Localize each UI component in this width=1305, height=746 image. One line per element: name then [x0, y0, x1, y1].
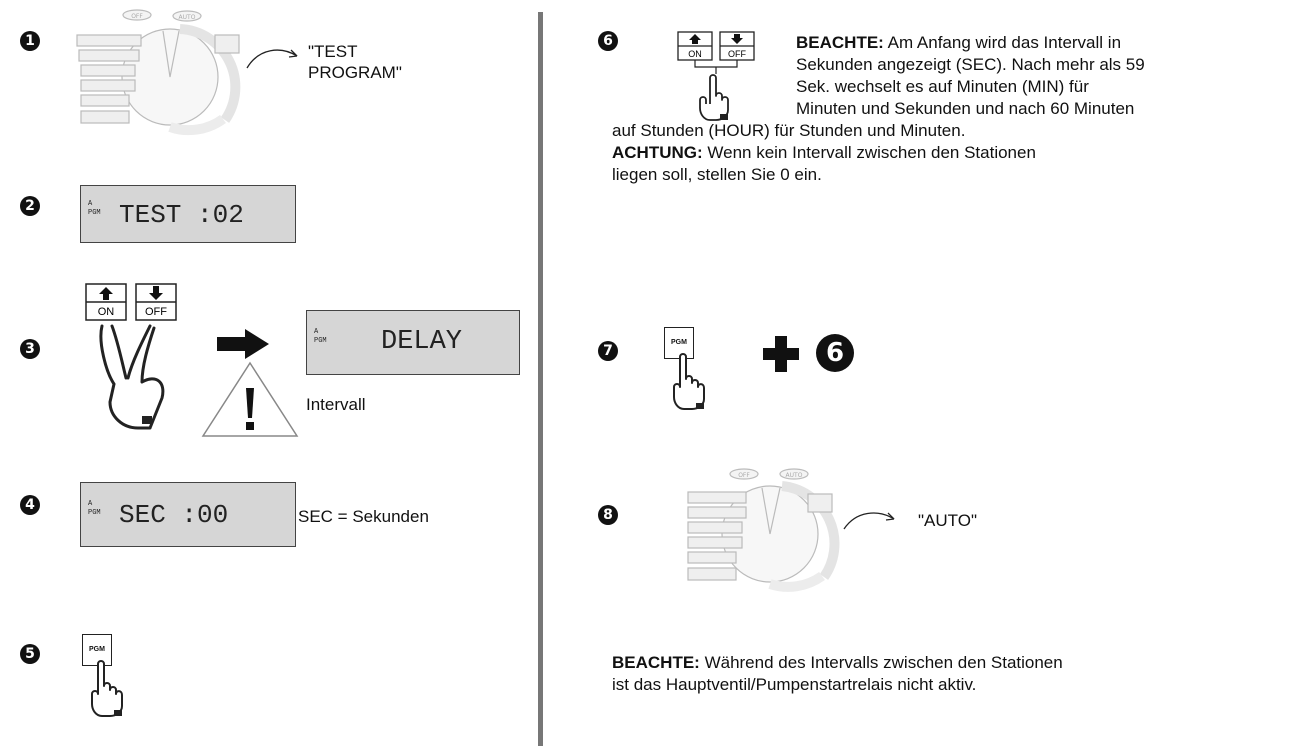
step6-note-line5: auf Stunden (HOUR) für Stunden und Minut… — [612, 121, 966, 140]
lcd-display-sec: A PGM SEC :00 — [80, 482, 296, 547]
step-number-3: 3 — [20, 339, 40, 359]
dial-auto-label: AUTO — [786, 472, 803, 479]
lcd-indicator-pgm: PGM — [88, 509, 101, 517]
lcd-indicator-a: A — [314, 328, 319, 336]
lcd-text: DELAY — [381, 327, 463, 357]
step-number-2: 2 — [20, 196, 40, 216]
step6-warning-line1: ACHTUNG: Wenn kein Intervall zwischen de… — [612, 142, 1036, 163]
footer-note-line1: BEACHTE: Während des Intervalls zwischen… — [612, 652, 1063, 673]
step-number-8: 8 — [598, 505, 618, 525]
step-reference-6: 6 — [816, 334, 854, 372]
right-arrow-icon — [217, 329, 269, 359]
key-off-label: OFF — [145, 306, 167, 318]
step-number-6: 6 — [598, 31, 618, 51]
note-label: BEACHTE: — [796, 33, 884, 52]
step1-result-line2: PROGRAM" — [308, 63, 402, 82]
step6-warning-line2: liegen soll, stellen Sie 0 ein. — [612, 165, 822, 184]
pgm-button-icon: PGM — [82, 634, 112, 666]
step-number-4: 4 — [20, 495, 40, 515]
key-on-label: ON — [688, 49, 702, 59]
footer-note-text: Während des Intervalls zwischen den Stat… — [699, 653, 1063, 672]
controller-dial-icon: OFF AUTO — [76, 9, 241, 136]
step8-result: "AUTO" — [918, 511, 977, 530]
step-number-1: 1 — [20, 31, 40, 51]
lcd-text: SEC :00 — [119, 500, 229, 530]
step6-note-line2: Sekunden angezeigt (SEC). Nach mehr als … — [796, 55, 1145, 74]
pointing-hand-icon — [673, 353, 705, 410]
step3-caption: Intervall — [306, 395, 366, 414]
step6-note-line1: BEACHTE: Am Anfang wird das Intervall in — [796, 32, 1121, 53]
controller-dial-icon: OFF AUTO — [687, 468, 840, 592]
step4-caption: SEC = Sekunden — [298, 507, 429, 526]
lcd-indicator-pgm: PGM — [88, 209, 101, 217]
two-finger-press-icon: ON OFF — [85, 283, 177, 430]
step6-note-line4: Minuten und Sekunden und nach 60 Minuten — [796, 99, 1135, 118]
lcd-display-delay: A PGM DELAY — [306, 310, 520, 375]
column-divider — [538, 12, 543, 746]
lcd-display-test: A PGM TEST :02 — [80, 185, 296, 243]
dial-off-label: OFF — [131, 13, 143, 20]
rotate-arrow-icon — [246, 49, 298, 69]
plus-icon — [763, 336, 799, 372]
warning-triangle-icon — [201, 361, 299, 437]
step-number-7: 7 — [598, 341, 618, 361]
footer-note-line2: ist das Hauptventil/Pumpenstartrelais ni… — [612, 675, 977, 694]
dial-auto-label: AUTO — [179, 14, 196, 21]
key-on-label: ON — [98, 306, 115, 318]
key-off-label: OFF — [728, 49, 746, 59]
pointing-hand-icon — [91, 660, 123, 717]
warning-text: Wenn kein Intervall zwischen den Station… — [702, 143, 1036, 162]
step1-result-line1: "TEST — [308, 42, 358, 61]
footer-note-label: BEACHTE: — [612, 653, 700, 672]
lcd-text: TEST :02 — [119, 200, 244, 230]
lcd-indicator-pgm: PGM — [314, 337, 327, 345]
step-number-5: 5 — [20, 644, 40, 664]
step6-note-line3: Sek. wechselt es auf Minuten (MIN) für — [796, 77, 1089, 96]
rotate-arrow-icon — [843, 512, 895, 530]
warning-label: ACHTUNG: — [612, 143, 703, 162]
lcd-indicator-a: A — [88, 200, 93, 208]
note-text: Am Anfang wird das Intervall in — [883, 33, 1122, 52]
up-down-keys-press-icon: ON OFF — [677, 31, 755, 121]
dial-off-label: OFF — [738, 472, 750, 479]
lcd-indicator-a: A — [88, 500, 93, 508]
